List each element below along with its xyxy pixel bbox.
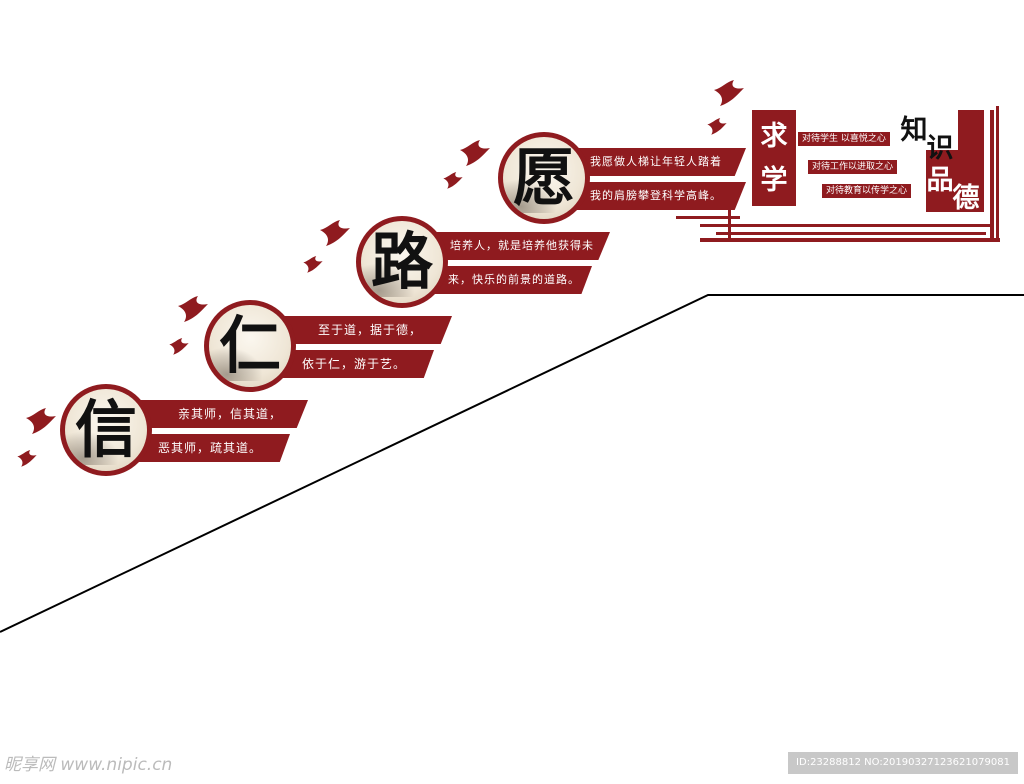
step-xin: 亲其师，信其道， 恶其师，疏其道。 信	[60, 384, 320, 484]
ink-mountain-icon	[209, 347, 263, 381]
quote-line-1: 培养人，就是培养他获得未	[450, 239, 594, 252]
bird-icon	[178, 296, 208, 322]
character-xin: 信	[74, 393, 137, 466]
decor-line	[716, 232, 986, 235]
quote-line-2: 我的肩膀攀登科学高峰。	[590, 189, 722, 202]
quote-line-2: 依于仁，游于艺。	[302, 357, 407, 371]
bird-icon	[714, 80, 744, 106]
step-yuan: 我愿做人梯让年轻人踏着 我的肩膀攀登科学高峰。 愿	[498, 132, 758, 232]
quote-bar-bottom	[558, 182, 746, 210]
watermark-logo: 昵享网 www.nipic.cn	[4, 755, 173, 775]
panel-motto-1: 对待学生 以喜悦之心	[798, 132, 890, 146]
ink-mountain-icon	[361, 263, 415, 297]
bird-icon	[460, 140, 490, 166]
decor-line	[990, 110, 994, 242]
bird-icon	[443, 172, 463, 189]
decor-line	[676, 216, 740, 219]
decor-line	[700, 238, 1000, 242]
panel-char-qiu: 求	[760, 121, 788, 152]
character-yuan: 愿	[512, 141, 575, 214]
step-lu: 培养人，就是培养他获得未 来，快乐的前景的道路。 路	[356, 216, 616, 316]
panel-left-block	[752, 110, 796, 206]
watermark-id: ID:23288812 NO:20190327123621079081	[788, 752, 1018, 774]
bird-icon	[17, 450, 37, 467]
bird-icon	[26, 408, 56, 434]
quote-bar-top	[416, 232, 610, 260]
panel-right-top-block	[898, 110, 958, 150]
bird-icon	[303, 256, 323, 273]
quote-line-1: 我愿做人梯让年轻人踏着	[590, 155, 722, 168]
character-medallion: 愿	[498, 132, 590, 224]
quote-line-1: 至于道，据于德，	[318, 323, 423, 337]
quote-line-2: 来，快乐的前景的道路。	[448, 273, 580, 286]
bird-icon	[320, 220, 350, 246]
panel-char-pin: 品	[926, 165, 954, 196]
panel-motto-2: 对待工作以进取之心	[808, 160, 898, 174]
panel-char-de: 德	[952, 183, 980, 214]
quote-line-1: 亲其师，信其道，	[178, 407, 283, 421]
quote-line-2: 恶其师，疏其道。	[158, 441, 263, 455]
character-ren: 仁	[218, 309, 281, 382]
ink-mountain-icon	[503, 179, 557, 213]
bird-icon	[707, 118, 727, 135]
character-medallion: 信	[60, 384, 152, 476]
ink-mountain-icon	[65, 431, 119, 465]
step-ren: 至于道，据于德， 依于仁，游于艺。 仁	[204, 300, 464, 400]
decor-line	[728, 210, 731, 240]
panel-motto-3: 对待教育以传学之心	[822, 184, 912, 198]
panel-char-zhi: 知	[900, 115, 928, 146]
panel-right-bottom-block	[926, 150, 984, 212]
panel-right-side-block	[958, 110, 984, 154]
character-lu: 路	[370, 225, 433, 298]
decor-line	[700, 224, 990, 227]
bird-icon	[169, 338, 189, 355]
character-medallion: 仁	[204, 300, 296, 392]
decor-line	[996, 106, 999, 242]
panel-char-xue: 学	[760, 165, 788, 196]
panel-char-shi: 识	[926, 133, 954, 164]
character-medallion: 路	[356, 216, 448, 308]
